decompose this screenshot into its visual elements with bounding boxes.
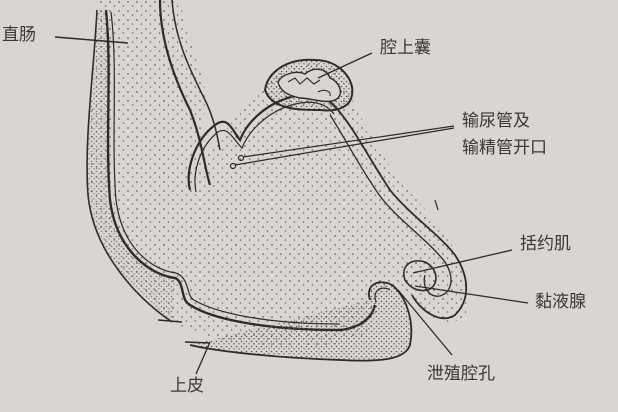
cloaca-body xyxy=(89,0,470,347)
duct-opening-2 xyxy=(229,162,237,170)
leader-sphincter xyxy=(412,249,513,274)
leader-vent xyxy=(397,289,453,356)
label-bursa-of-fabricius: 腔上囊 xyxy=(380,38,431,58)
leader-mucous-gland xyxy=(414,285,529,304)
rectum-right-outer xyxy=(171,0,221,151)
leader-bursa xyxy=(317,52,373,79)
bursa-folds xyxy=(287,77,331,97)
epidermis-edge xyxy=(157,319,211,344)
vent-lip xyxy=(189,281,413,362)
leader-ducts-2 xyxy=(234,127,455,166)
wall-tick xyxy=(434,199,439,211)
label-sphincter: 括约肌 xyxy=(520,234,571,254)
rectum-mucosa-inner xyxy=(110,11,341,325)
label-rectum: 直肠 xyxy=(2,25,36,45)
rectum-wall-band xyxy=(87,10,175,322)
inner-wall-right xyxy=(329,114,452,297)
leader-epidermis xyxy=(195,341,211,375)
sphincter-loop xyxy=(403,260,437,292)
vent-lip-inner xyxy=(374,287,391,303)
label-ureter-and-vas-deferens-openings: 输尿管及 输精管开口 xyxy=(462,111,547,159)
duct-opening-1 xyxy=(237,154,245,162)
leader-ducts-1 xyxy=(242,125,455,158)
leader-rectum xyxy=(54,36,129,44)
label-epidermis: 上皮 xyxy=(170,376,204,396)
label-mucous-gland: 黏液腺 xyxy=(535,292,586,312)
rectum-right-wall xyxy=(158,0,212,186)
label-vent: 泄殖腔孔 xyxy=(427,364,495,384)
bursa-inner xyxy=(277,68,342,103)
outer-wall-right xyxy=(337,109,468,320)
